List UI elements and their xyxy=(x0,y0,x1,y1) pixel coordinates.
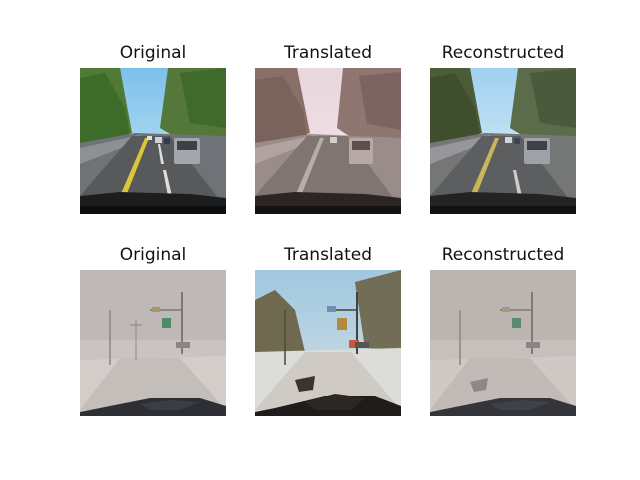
cell-title: Translated xyxy=(284,43,372,63)
cell-title: Translated xyxy=(284,245,372,265)
dashcam-image-highway-translated xyxy=(255,68,401,214)
cell-title: Original xyxy=(119,43,187,63)
dashcam-image-snow-translated xyxy=(255,270,401,416)
cell-title: Reconstructed xyxy=(441,245,565,265)
dashcam-image-snow-reconstructed xyxy=(430,270,576,416)
cell-title: Reconstructed xyxy=(441,43,565,63)
dashcam-image-highway-reconstructed xyxy=(430,68,576,214)
dashcam-image-snow-original xyxy=(80,270,226,416)
dashcam-image-highway-original xyxy=(80,68,226,214)
cell-title: Original xyxy=(119,245,187,265)
